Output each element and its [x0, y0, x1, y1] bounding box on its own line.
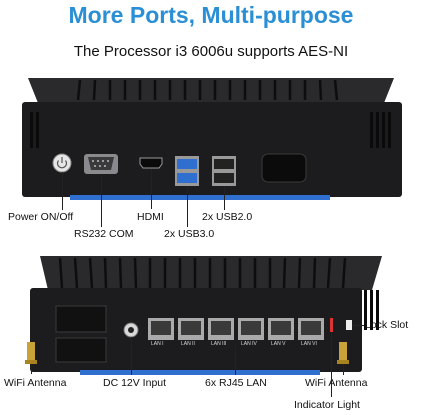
wifi-antenna-left: [25, 342, 37, 364]
expansion-cover-bottom: [55, 337, 107, 363]
label-lan: 6x RJ45 LAN: [205, 377, 267, 389]
label-rs232: RS232 COM: [74, 228, 134, 240]
label-usb3: 2x USB3.0: [164, 228, 215, 240]
front-side-vents: [30, 112, 391, 148]
front-blue-strip: [70, 195, 330, 200]
leader-usb3: [187, 186, 188, 227]
label-lock: Lock Slot: [365, 319, 409, 331]
label-power: Power ON/Off: [8, 211, 74, 223]
leader-wifi-right: [343, 364, 344, 375]
leader-power: [62, 172, 63, 210]
label-hdmi: HDMI: [137, 211, 164, 223]
leader-indicator: [331, 332, 332, 397]
label-wifi-right: WiFi Antenna: [305, 377, 368, 389]
front-unit: [22, 78, 402, 200]
leader-rs232: [101, 175, 102, 227]
leader-lock: [352, 325, 364, 326]
label-dc: DC 12V Input: [103, 377, 167, 389]
expansion-cover-top: [55, 305, 107, 333]
rear-unit: [25, 256, 382, 375]
leader-wifi-left: [31, 364, 32, 374]
lan-tag-2: LAN II: [181, 341, 195, 347]
lan-tag-3: LAN III: [211, 341, 227, 347]
lan-tag-5: LAN V: [271, 341, 286, 347]
indicator-light: [330, 318, 333, 332]
leader-dc: [131, 337, 132, 375]
top-heatsink-fins: [76, 79, 339, 101]
rear-heatsink-fins: [58, 257, 347, 289]
lan-tag-1: LAN I: [151, 341, 164, 347]
label-usb2: 2x USB2.0: [202, 211, 253, 223]
hdmi-port: [139, 157, 163, 169]
lock-slot: [346, 320, 352, 330]
lan-tag-6: LAN VI: [301, 341, 317, 347]
page-title: More Ports, Multi-purpose: [68, 2, 354, 28]
leader-hdmi: [151, 169, 152, 209]
leader-lan: [235, 345, 236, 375]
lan-tag-4: LAN IV: [241, 341, 257, 347]
page-subtitle: The Processor i3 6006u supports AES-NI: [73, 43, 349, 60]
lan-ports: [148, 318, 324, 340]
front-cover-plate: [261, 153, 307, 183]
label-wifi-left: WiFi Antenna: [4, 377, 67, 389]
wifi-antenna-right: [337, 342, 349, 364]
label-indicator: Indicator Light: [294, 399, 360, 411]
leader-usb2: [224, 186, 225, 210]
